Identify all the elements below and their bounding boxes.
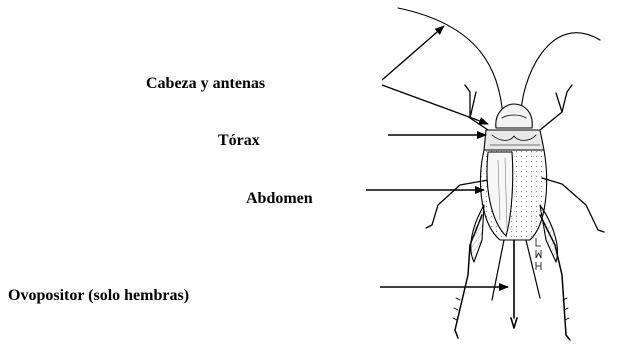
- right-front-leg: [540, 85, 572, 130]
- label-head-and-antennae: Cabeza y antenas: [146, 75, 265, 93]
- cricket-head: [496, 104, 532, 128]
- cricket-illustration: [398, 8, 604, 340]
- cercus-right: [526, 240, 540, 298]
- left-hind-femur: [471, 205, 484, 262]
- leg-spines: [453, 298, 569, 320]
- cercus-left: [492, 240, 504, 300]
- label-ovipositor: Ovopositor (solo hembras): [8, 287, 189, 305]
- label-abdomen: Abdomen: [246, 190, 313, 208]
- arrow-head-to-antenna: [382, 26, 444, 80]
- arrow-head-to-head: [382, 85, 488, 124]
- cricket-thorax: [484, 130, 544, 150]
- left-antenna: [398, 8, 503, 118]
- artist-signature: [536, 238, 541, 270]
- label-thorax: Tórax: [218, 132, 260, 150]
- ovipositor: [511, 240, 517, 328]
